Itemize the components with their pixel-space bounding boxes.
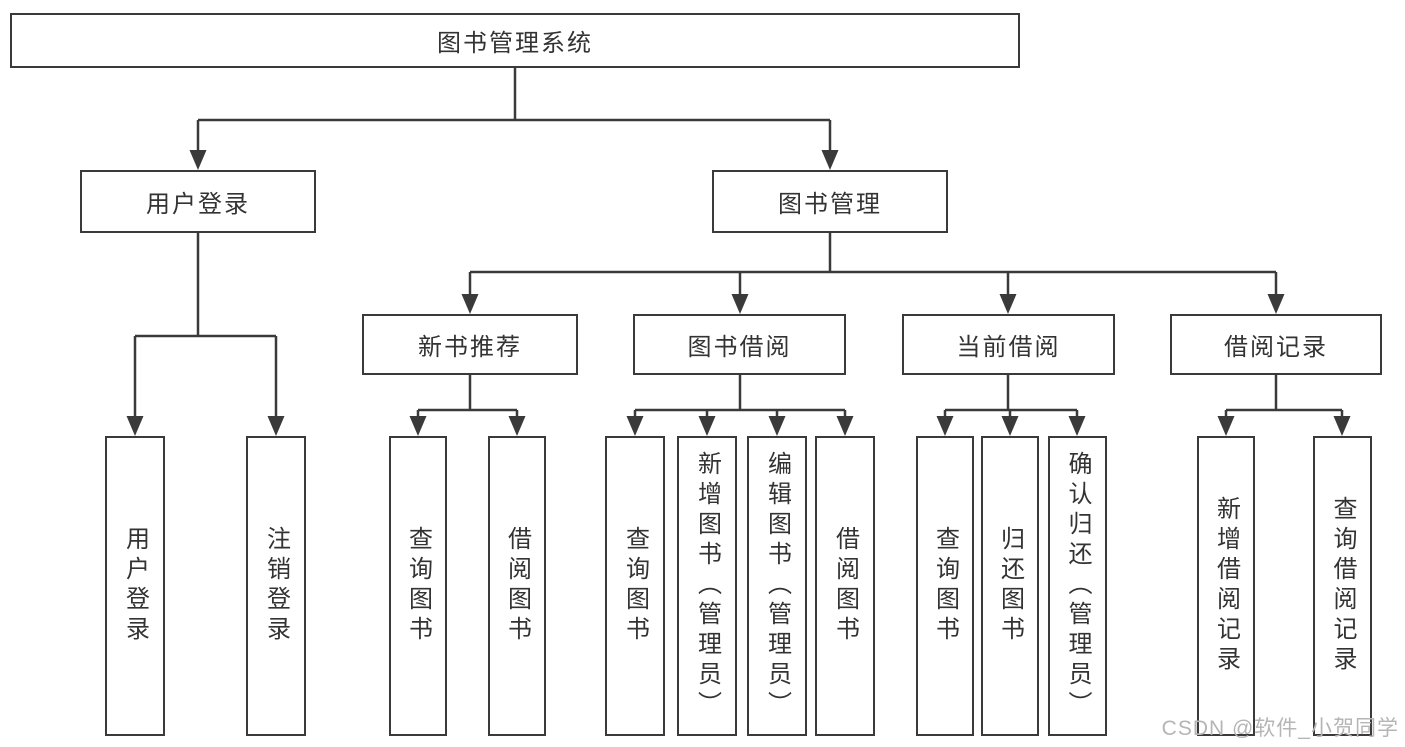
node-book-borrow-label: 图书借阅 [687, 334, 792, 361]
node-user-login-label: 用户登录 [146, 191, 250, 218]
leaf-add-book-admin-label: 新增图书（管理员） [693, 451, 721, 721]
leaf-borrow-books-label: 借阅图书 [831, 526, 859, 646]
arrowhead [1001, 416, 1019, 436]
leaf-borrow-books-recommend-label: 借阅图书 [503, 526, 531, 646]
leaf-confirm-return-admin-label: 确认归还（管理员） [1064, 451, 1091, 721]
node-book-borrow: 图书借阅 [633, 314, 846, 375]
connector-borrowrecord-to-leaves [1224, 375, 1344, 418]
node-new-book-recommend: 新书推荐 [362, 314, 578, 375]
leaf-query-borrow-record-label: 查询借阅记录 [1329, 496, 1356, 676]
node-book-management: 图书管理 [712, 170, 948, 233]
leaf-query-books-recommend: 查询图书 [389, 436, 447, 736]
connector-currentborrow-to-leaves [943, 375, 1079, 418]
leaf-query-books-borrow: 查询图书 [605, 436, 665, 736]
arrowhead [821, 150, 839, 170]
leaf-query-borrow-record: 查询借阅记录 [1313, 436, 1372, 736]
arrowhead [768, 416, 786, 436]
leaf-query-books-borrow-label: 查询图书 [621, 526, 649, 646]
connector-root-to-level2 [196, 68, 832, 152]
arrowhead [698, 416, 716, 436]
leaf-edit-book-admin: 编辑图书（管理员） [747, 436, 807, 736]
arrowhead [1217, 416, 1235, 436]
node-root: 图书管理系统 [10, 13, 1020, 68]
leaf-borrow-books-recommend: 借阅图书 [488, 436, 546, 736]
arrowhead [1267, 294, 1285, 314]
leaf-add-borrow-record-label: 新增借阅记录 [1212, 496, 1240, 676]
arrowhead [409, 416, 427, 436]
leaf-edit-book-admin-label: 编辑图书（管理员） [763, 451, 791, 721]
connector-userlogin-to-leaves [133, 233, 278, 418]
node-current-borrow-label: 当前借阅 [956, 334, 1061, 361]
leaf-add-book-admin: 新增图书（管理员） [677, 436, 737, 736]
arrowhead [1333, 416, 1351, 436]
leaf-user-login-label: 用户登录 [121, 526, 149, 646]
arrowhead [508, 416, 526, 436]
arrowhead [999, 294, 1017, 314]
arrowheads [126, 150, 1351, 436]
leaf-user-login: 用户登录 [105, 436, 165, 736]
leaf-borrow-books: 借阅图书 [815, 436, 875, 736]
leaf-logout: 注销登录 [246, 436, 306, 736]
node-book-management-label: 图书管理 [778, 191, 882, 218]
node-root-label: 图书管理系统 [437, 30, 593, 57]
arrowhead [267, 416, 285, 436]
leaf-query-books-current: 查询图书 [916, 436, 974, 736]
leaf-logout-label: 注销登录 [262, 526, 290, 646]
leaf-add-borrow-record: 新增借阅记录 [1197, 436, 1255, 736]
csdn-watermark: CSDN @软件_小贺同学 [1161, 717, 1399, 740]
arrowhead [836, 416, 854, 436]
node-borrow-records-label: 借阅记录 [1224, 334, 1328, 361]
connector-bookmgmt-to-groups [468, 233, 1278, 296]
leaf-confirm-return-admin: 确认归还（管理员） [1048, 436, 1107, 736]
node-current-borrow: 当前借阅 [902, 314, 1115, 375]
arrowhead [126, 416, 144, 436]
connector-bookborrow-to-leaves [633, 375, 847, 418]
leaf-return-book: 归还图书 [981, 436, 1039, 736]
arrowhead [936, 416, 954, 436]
node-new-book-recommend-label: 新书推荐 [418, 334, 522, 361]
arrowhead [1068, 416, 1086, 436]
arrowhead [626, 416, 644, 436]
arrowhead [189, 150, 207, 170]
node-borrow-records: 借阅记录 [1170, 314, 1382, 375]
leaf-return-book-label: 归还图书 [996, 526, 1024, 646]
connector-newbook-to-leaves [416, 375, 519, 418]
arrowhead [731, 294, 749, 314]
leaf-query-books-current-label: 查询图书 [931, 526, 959, 646]
leaf-query-books-recommend-label: 查询图书 [404, 526, 432, 646]
node-user-login: 用户登录 [80, 170, 316, 233]
arrowhead [461, 294, 479, 314]
